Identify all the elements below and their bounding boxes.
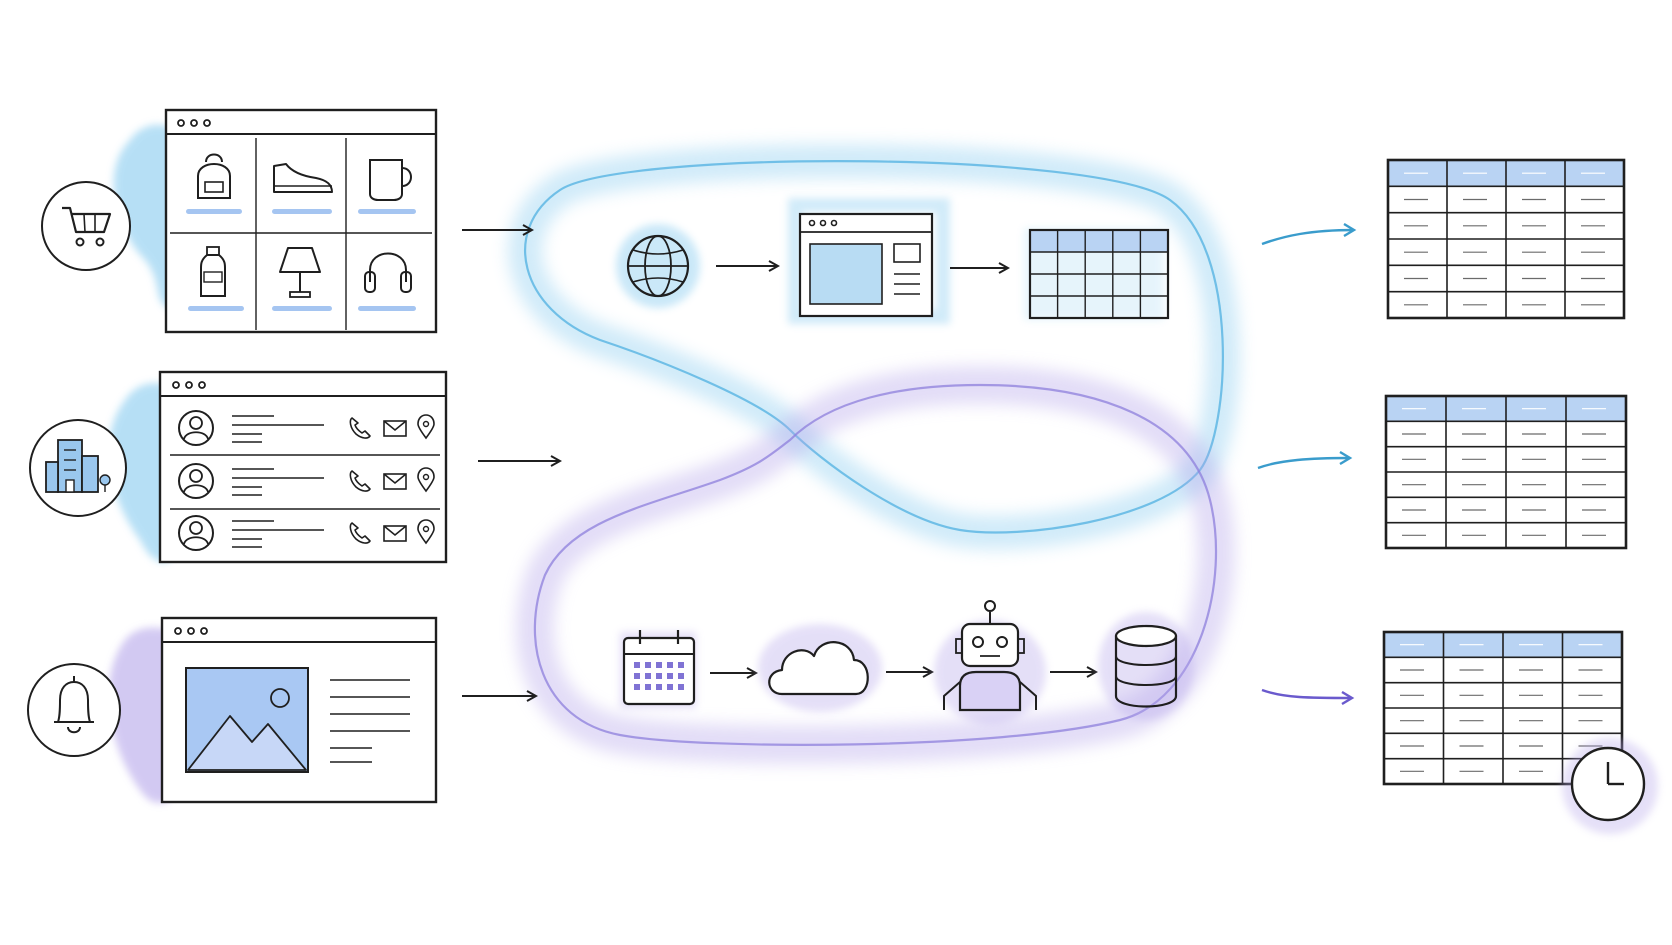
arrow-output-2 <box>1257 458 1350 470</box>
mail-icon <box>383 420 407 437</box>
calendar-icon <box>620 630 696 708</box>
phone-icon <box>349 417 371 439</box>
office-building-icon <box>29 419 127 517</box>
arrow-output-1 <box>1261 230 1354 246</box>
database-icon <box>1098 612 1194 720</box>
pipeline-loop-blue <box>508 144 1240 550</box>
bottle-icon <box>200 246 226 297</box>
lamp-icon <box>279 247 321 298</box>
arrow-output-3 <box>1261 688 1352 698</box>
backpack-icon <box>197 153 231 199</box>
location-pin-icon <box>417 467 435 493</box>
cloud-icon <box>758 624 882 712</box>
image-placeholder-icon <box>185 667 309 773</box>
phone-icon <box>349 470 371 492</box>
output-table-2 <box>1384 394 1628 550</box>
person-avatar-icon <box>178 463 214 499</box>
mug-icon <box>369 159 412 201</box>
source-shop <box>41 108 438 334</box>
location-pin-icon <box>417 414 435 440</box>
person-avatar-icon <box>178 410 214 446</box>
contact-row <box>178 515 435 551</box>
source-media <box>27 616 438 804</box>
shopping-cart-icon <box>41 181 131 271</box>
contact-row <box>178 463 435 499</box>
robot-icon <box>934 600 1046 724</box>
output-table-1 <box>1386 158 1626 320</box>
data-grid-icon <box>1024 228 1170 320</box>
contact-row <box>178 410 435 446</box>
source-directory <box>29 370 448 564</box>
mail-icon <box>383 473 407 490</box>
product-grid-window <box>164 108 438 334</box>
clock-icon <box>1562 738 1658 834</box>
bell-icon <box>27 663 121 757</box>
location-pin-icon <box>417 519 435 545</box>
headphones-icon <box>364 252 412 293</box>
globe-icon <box>616 224 700 308</box>
phone-icon <box>349 522 371 544</box>
person-avatar-icon <box>178 515 214 551</box>
article-window <box>160 616 438 804</box>
mail-icon <box>383 525 407 542</box>
pipeline-loop-purple <box>515 365 1235 764</box>
output-table-3 <box>1382 630 1624 786</box>
browser-window-icon <box>788 198 950 324</box>
contact-list-window <box>158 370 448 564</box>
sneaker-icon <box>273 163 333 193</box>
